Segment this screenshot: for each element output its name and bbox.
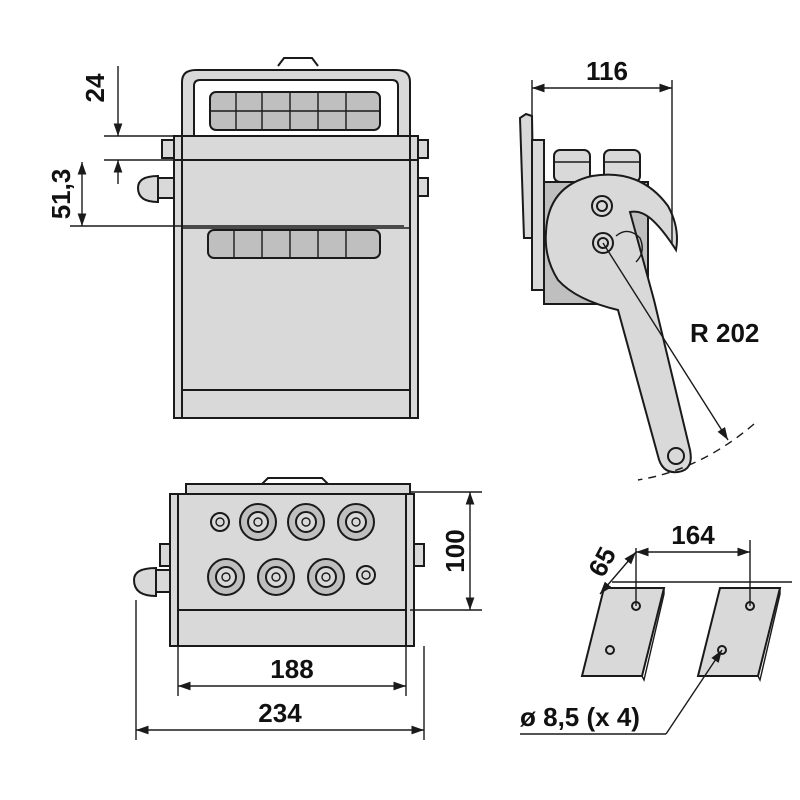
housing-body	[173, 135, 419, 419]
middle-connector-row	[207, 229, 381, 259]
dimension-51-3: 51,3	[46, 162, 404, 227]
top-view: 100 188 234	[132, 477, 482, 740]
side-view: R 202 116	[518, 56, 759, 481]
dim-label-116: 116	[586, 56, 628, 86]
dim-label-234: 234	[258, 698, 302, 728]
mounting-brackets: 164 65 ø 8,5 (x 4)	[520, 520, 792, 735]
dimension-24: 24	[80, 66, 182, 184]
dim-label-100: 100	[440, 529, 470, 572]
dimension-65: 65	[582, 542, 637, 595]
dimension-234: 234	[135, 600, 425, 740]
locking-knob	[136, 174, 175, 204]
port-row-lower	[207, 558, 376, 596]
port-row-upper	[210, 503, 375, 541]
dimension-116: 116	[531, 56, 673, 244]
front-view: 24 51,3	[46, 57, 429, 419]
dimension-100: 100	[410, 491, 482, 611]
top-knob	[132, 566, 171, 598]
dimension-164: 164	[635, 520, 751, 606]
dim-label-24: 24	[80, 73, 110, 102]
dim-label-51-3: 51,3	[46, 169, 76, 220]
dim-label-radius: R 202	[690, 318, 759, 348]
dimension-188: 188	[177, 646, 407, 696]
dim-label-164: 164	[671, 520, 715, 550]
locking-lever	[544, 173, 692, 474]
dim-label-188: 188	[270, 654, 313, 684]
bracket-left	[580, 587, 666, 677]
dim-label-hole-diameter: ø 8,5 (x 4)	[520, 702, 640, 732]
upper-connector-row	[209, 91, 381, 131]
bracket-right	[696, 587, 782, 677]
